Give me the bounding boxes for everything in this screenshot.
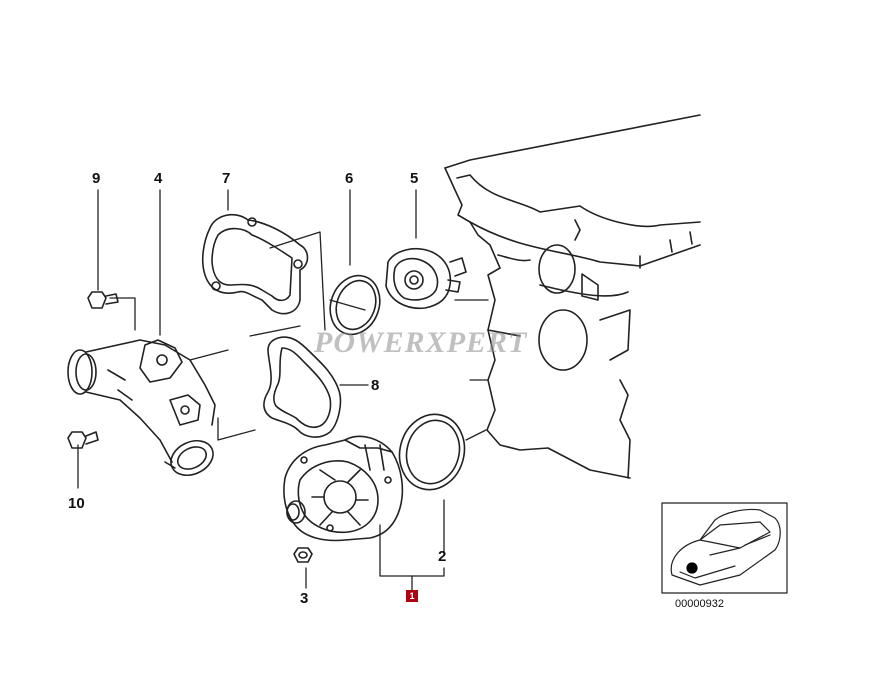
callout-1-badge[interactable]: 1 [406, 590, 418, 602]
thermostat [385, 248, 467, 310]
thermostat-housing [67, 339, 216, 477]
callout-7: 7 [222, 170, 231, 187]
vehicle-location-thumbnail [661, 502, 788, 594]
callout-2: 2 [438, 548, 447, 565]
callout-4: 4 [154, 170, 163, 187]
bolt-upper [87, 291, 119, 309]
nut [293, 547, 313, 563]
callout-9: 9 [92, 170, 101, 187]
water-pump [283, 435, 404, 542]
callout-5: 5 [410, 170, 419, 187]
o-ring-large [398, 413, 466, 491]
diagram-id: 00000932 [675, 598, 724, 610]
callout-6: 6 [345, 170, 354, 187]
callout-3: 3 [300, 590, 309, 607]
gasket-small [263, 336, 342, 438]
bolt-lower [67, 431, 99, 449]
callout-10: 10 [68, 495, 85, 512]
o-ring-small [329, 274, 381, 336]
engine-block [444, 114, 701, 479]
callout-8: 8 [371, 377, 380, 394]
leader-lines [77, 189, 489, 591]
watermark-text: POWERXPERT [314, 326, 528, 359]
gasket-large [202, 213, 309, 315]
